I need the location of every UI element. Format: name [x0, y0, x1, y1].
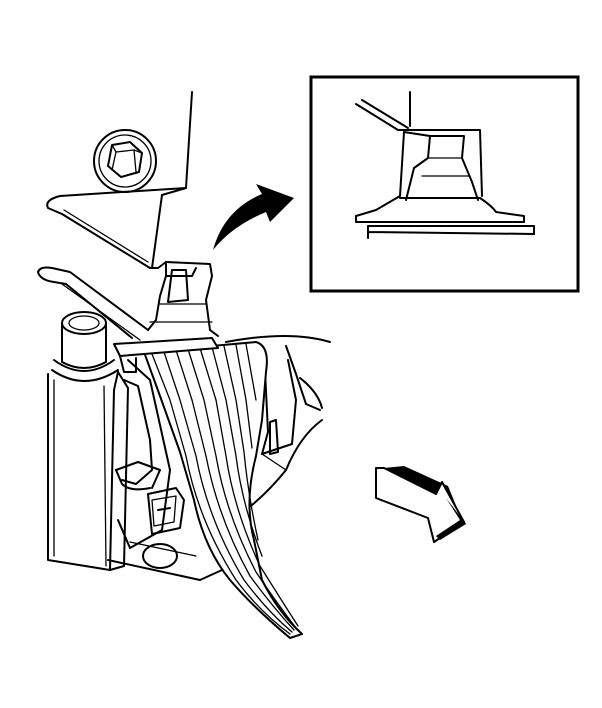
ribbon-cable: [113, 337, 303, 639]
pointer-arrow: [213, 184, 294, 250]
detail-inset: [309, 75, 580, 293]
mounting-bracket: [37, 91, 193, 341]
direction-arrow: [375, 466, 466, 543]
connector-clip: [147, 261, 219, 337]
module-housing: [47, 311, 129, 571]
bolt-head: [93, 129, 157, 193]
